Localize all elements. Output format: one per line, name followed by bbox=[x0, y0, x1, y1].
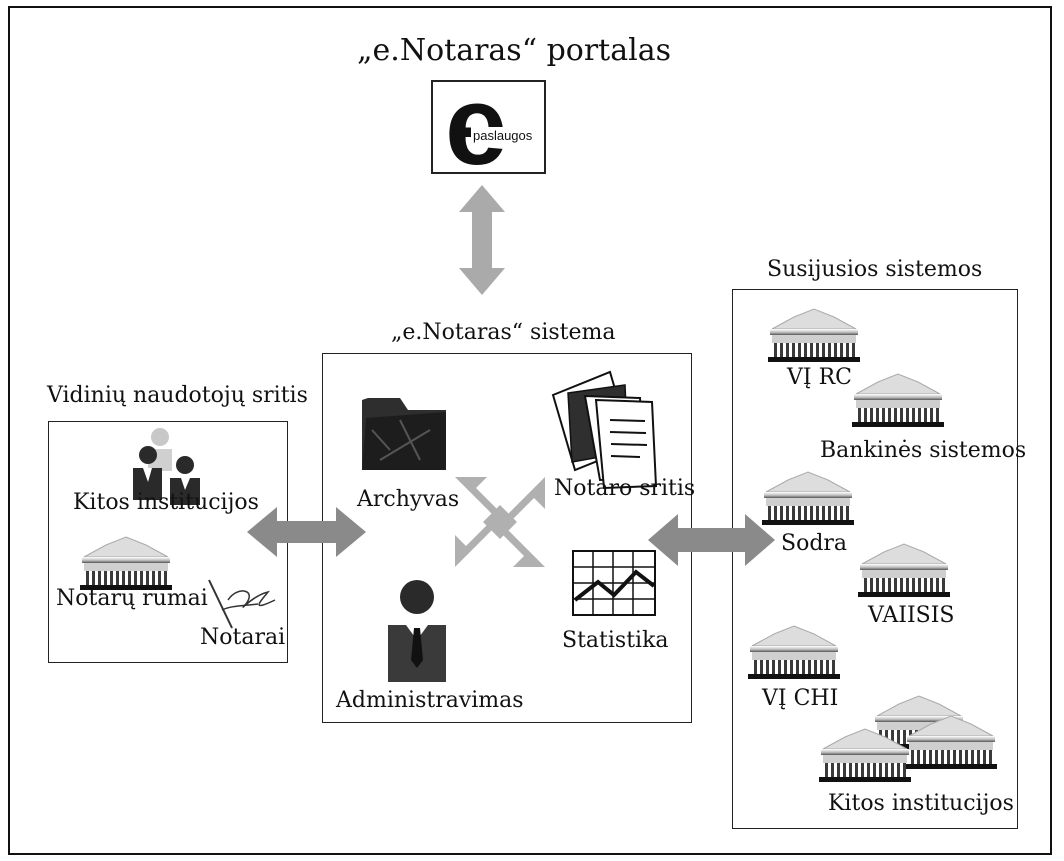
people-icon bbox=[133, 428, 200, 505]
administrator-icon bbox=[388, 580, 446, 682]
e-services-logo: e paslaugos bbox=[445, 82, 539, 172]
folder-icon bbox=[362, 398, 446, 470]
internal-title: Vidinių naudotojų sritis bbox=[47, 383, 308, 408]
system-related-arrow bbox=[648, 514, 775, 566]
related-item: Kitos institucijos bbox=[828, 791, 1014, 816]
related-item: Sodra bbox=[781, 531, 848, 556]
building-icon bbox=[79, 536, 173, 591]
signature-icon bbox=[208, 579, 276, 629]
chart-icon bbox=[572, 550, 656, 616]
administration-label: Administravimas bbox=[336, 688, 524, 713]
portal-system-arrow bbox=[459, 185, 505, 295]
related-item: VĮ CHI bbox=[762, 686, 839, 711]
related-item: Bankinės sistemos bbox=[820, 438, 1027, 463]
internal-notaries-label: Notarai bbox=[200, 625, 286, 650]
portal-logo-box: e paslaugos bbox=[431, 80, 546, 174]
documents-icon bbox=[551, 370, 658, 490]
related-item: VAIISIS bbox=[868, 603, 955, 628]
diagram-frame bbox=[8, 6, 1052, 855]
system-title: „e.Notaras“ sistema bbox=[391, 320, 616, 345]
cross-arrows-icon bbox=[455, 477, 545, 567]
portal-title: „e.Notaras“ portalas bbox=[357, 33, 672, 68]
statistics-label: Statistika bbox=[562, 628, 669, 653]
building-icon bbox=[747, 625, 841, 680]
related-item: VĮ RC bbox=[787, 365, 852, 390]
building-icon bbox=[857, 543, 951, 598]
internal-other-institutions-label: Kitos institucijos bbox=[73, 490, 259, 515]
related-title: Susijusios sistemos bbox=[767, 257, 983, 282]
building-icon bbox=[851, 373, 945, 428]
internal-chamber-label: Notarų rūmai bbox=[56, 586, 208, 611]
archive-label: Archyvas bbox=[357, 487, 460, 512]
building-icon bbox=[767, 308, 861, 363]
logo-text: paslaugos bbox=[473, 128, 533, 143]
internal-system-arrow bbox=[247, 507, 366, 557]
building-icon bbox=[761, 471, 855, 526]
notary-area-label: Notaro sritis bbox=[554, 476, 696, 501]
